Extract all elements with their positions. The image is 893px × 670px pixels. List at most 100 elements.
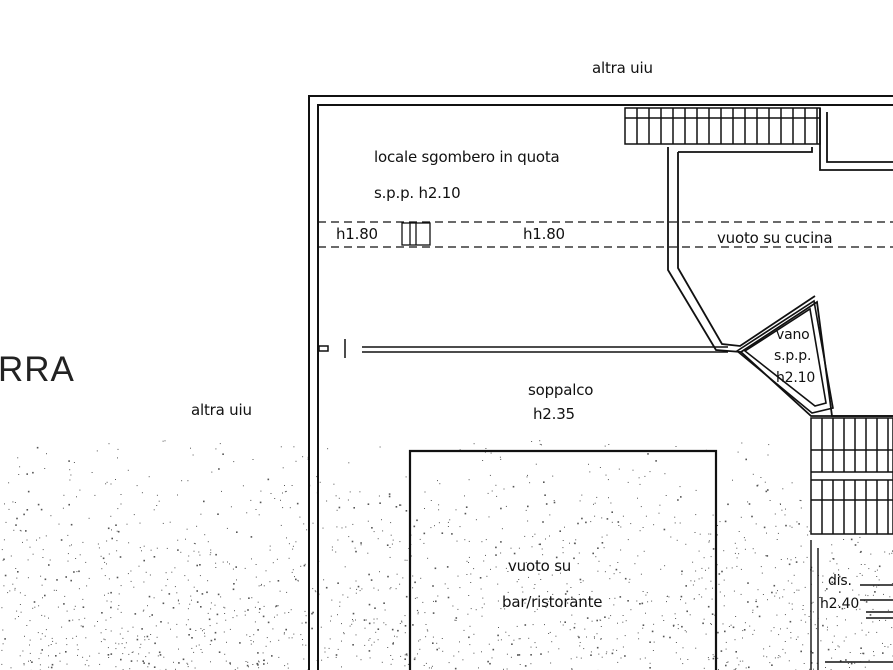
noise-dot [725,641,727,643]
noise-dot [69,545,71,547]
noise-dot [876,576,878,577]
noise-dot [122,637,124,639]
noise-dot [158,500,160,502]
noise-dot [795,561,798,563]
noise-dot [356,588,358,590]
noise-dot [618,468,620,470]
noise-dot [868,568,870,570]
noise-dot [82,606,85,608]
noise-dot [527,474,528,476]
noise-dot [214,631,217,634]
noise-dot [447,526,449,527]
noise-dot [149,616,151,618]
noise-dot [27,490,30,493]
noise-dot [836,563,838,565]
noise-dot [651,630,654,633]
noise-dot [455,617,458,619]
noise-dot [522,591,524,593]
noise-dot [807,633,809,635]
noise-dot [239,598,241,600]
noise-dot [630,609,632,611]
noise-dot [571,614,573,616]
noise-dot [473,568,475,570]
noise-dot [337,648,339,650]
noise-dot [269,641,271,643]
noise-dot [465,506,468,508]
noise-dot [373,622,375,624]
noise-dot [428,667,430,669]
noise-dot [381,661,383,663]
noise-dot [796,589,798,591]
noise-dot [569,629,571,631]
noise-dot [410,555,412,557]
noise-dot [405,653,408,655]
noise-dot [41,614,43,616]
noise-dot [694,532,696,533]
noise-dot [1,649,3,651]
noise-dot [845,636,847,638]
noise-dot [511,643,513,645]
noise-dot [23,513,25,516]
noise-dot [107,592,109,594]
noise-dot [873,655,875,657]
noise-dot [468,595,470,596]
noise-dot [867,595,869,597]
noise-dot [284,491,286,493]
noise-dot [833,572,835,574]
noise-dot [617,562,619,563]
noise-dot [42,549,44,551]
noise-dot [487,660,489,663]
noise-dot [618,525,620,526]
noise-dot [167,578,169,580]
noise-dot [177,549,179,551]
noise-dot [891,583,893,584]
noise-dot [425,662,427,664]
noise-dot [88,665,90,667]
noise-dot [289,507,291,509]
noise-dot [312,588,314,590]
noise-dot [312,611,314,614]
noise-dot [680,595,683,598]
noise-dot [368,573,370,576]
noise-dot [324,651,326,653]
noise-dot [831,552,833,554]
noise-dot [503,488,505,490]
noise-dot [385,624,387,626]
noise-dot [76,571,78,573]
noise-dot [44,594,46,597]
noise-dot [767,454,769,456]
noise-dot [397,629,399,632]
altra-uiu-left-label: altra uiu [191,401,252,419]
noise-dot [165,585,167,587]
noise-dot [795,638,797,640]
noise-dot [507,571,509,572]
noise-dot [836,625,838,627]
noise-dot [200,649,202,650]
noise-dot [589,471,591,473]
noise-dot [303,564,306,567]
noise-dot [675,618,677,619]
noise-dot [487,492,489,494]
noise-dot [701,567,703,569]
noise-dot [620,549,622,551]
noise-dot [782,596,784,598]
noise-dot [694,598,695,600]
noise-dot [371,644,373,646]
noise-dot [629,578,631,580]
noise-dot [66,663,68,665]
noise-dot [204,534,206,536]
noise-dot [611,652,614,655]
stair-top [624,107,821,145]
noise-dot [778,655,780,656]
noise-dot [807,534,809,536]
noise-dot [277,580,280,582]
noise-dot [749,625,751,627]
noise-dot [258,611,260,613]
noise-dot [110,606,112,609]
noise-dot [277,605,279,607]
noise-dot [508,635,510,637]
noise-dot [138,653,140,655]
noise-dot [742,630,744,632]
noise-dot [530,654,532,656]
noise-dot [137,635,139,637]
